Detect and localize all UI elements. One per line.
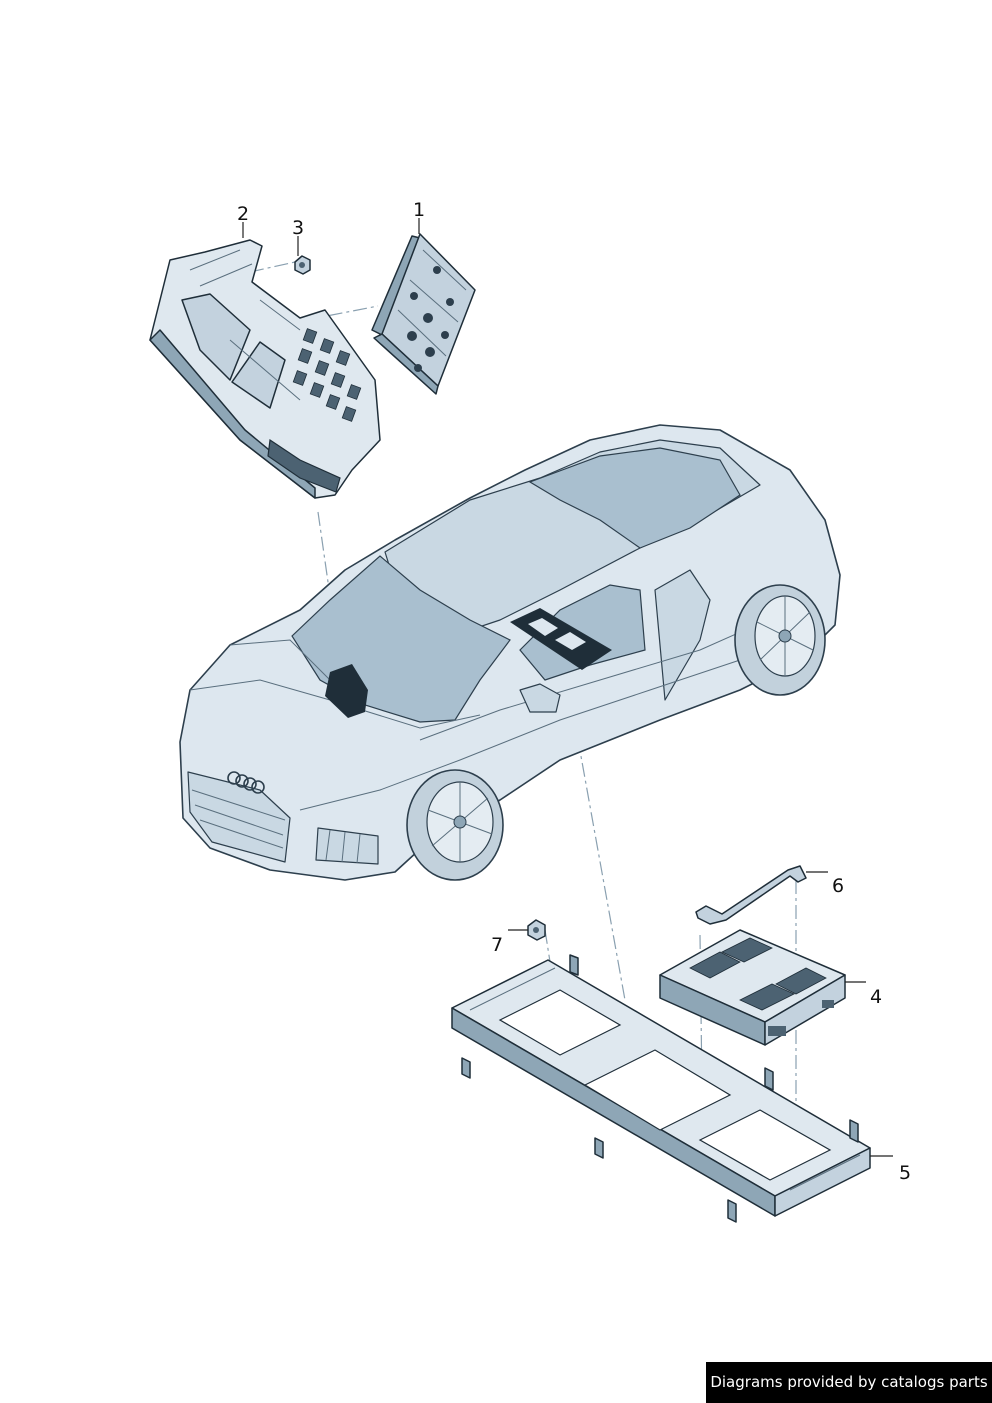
relay-location-marker [325,664,368,718]
callout-5: 5 [899,1162,911,1184]
leader-lines [242,218,893,1157]
car-illustration [179,424,841,881]
front-wheel [406,769,504,881]
rear-wheel [734,584,826,696]
part-5-mounting-frame [451,954,871,1223]
plate-location-marker [510,608,612,670]
callout-2: 2 [237,203,249,225]
part-7-nut [527,919,546,941]
part-2-fuse-box [149,239,381,499]
part-6-bracket [695,865,807,925]
callout-3: 3 [292,217,304,239]
callout-4: 4 [870,986,882,1008]
part-4-control-unit [659,929,846,1046]
part-1-control-module [371,233,476,395]
callout-1: 1 [413,199,425,221]
audi-logo [227,771,265,794]
footer-credit: Diagrams provided by catalogs parts [706,1362,992,1403]
part-3-nut [294,255,311,275]
callout-7: 7 [491,934,503,956]
callout-6: 6 [832,875,844,897]
